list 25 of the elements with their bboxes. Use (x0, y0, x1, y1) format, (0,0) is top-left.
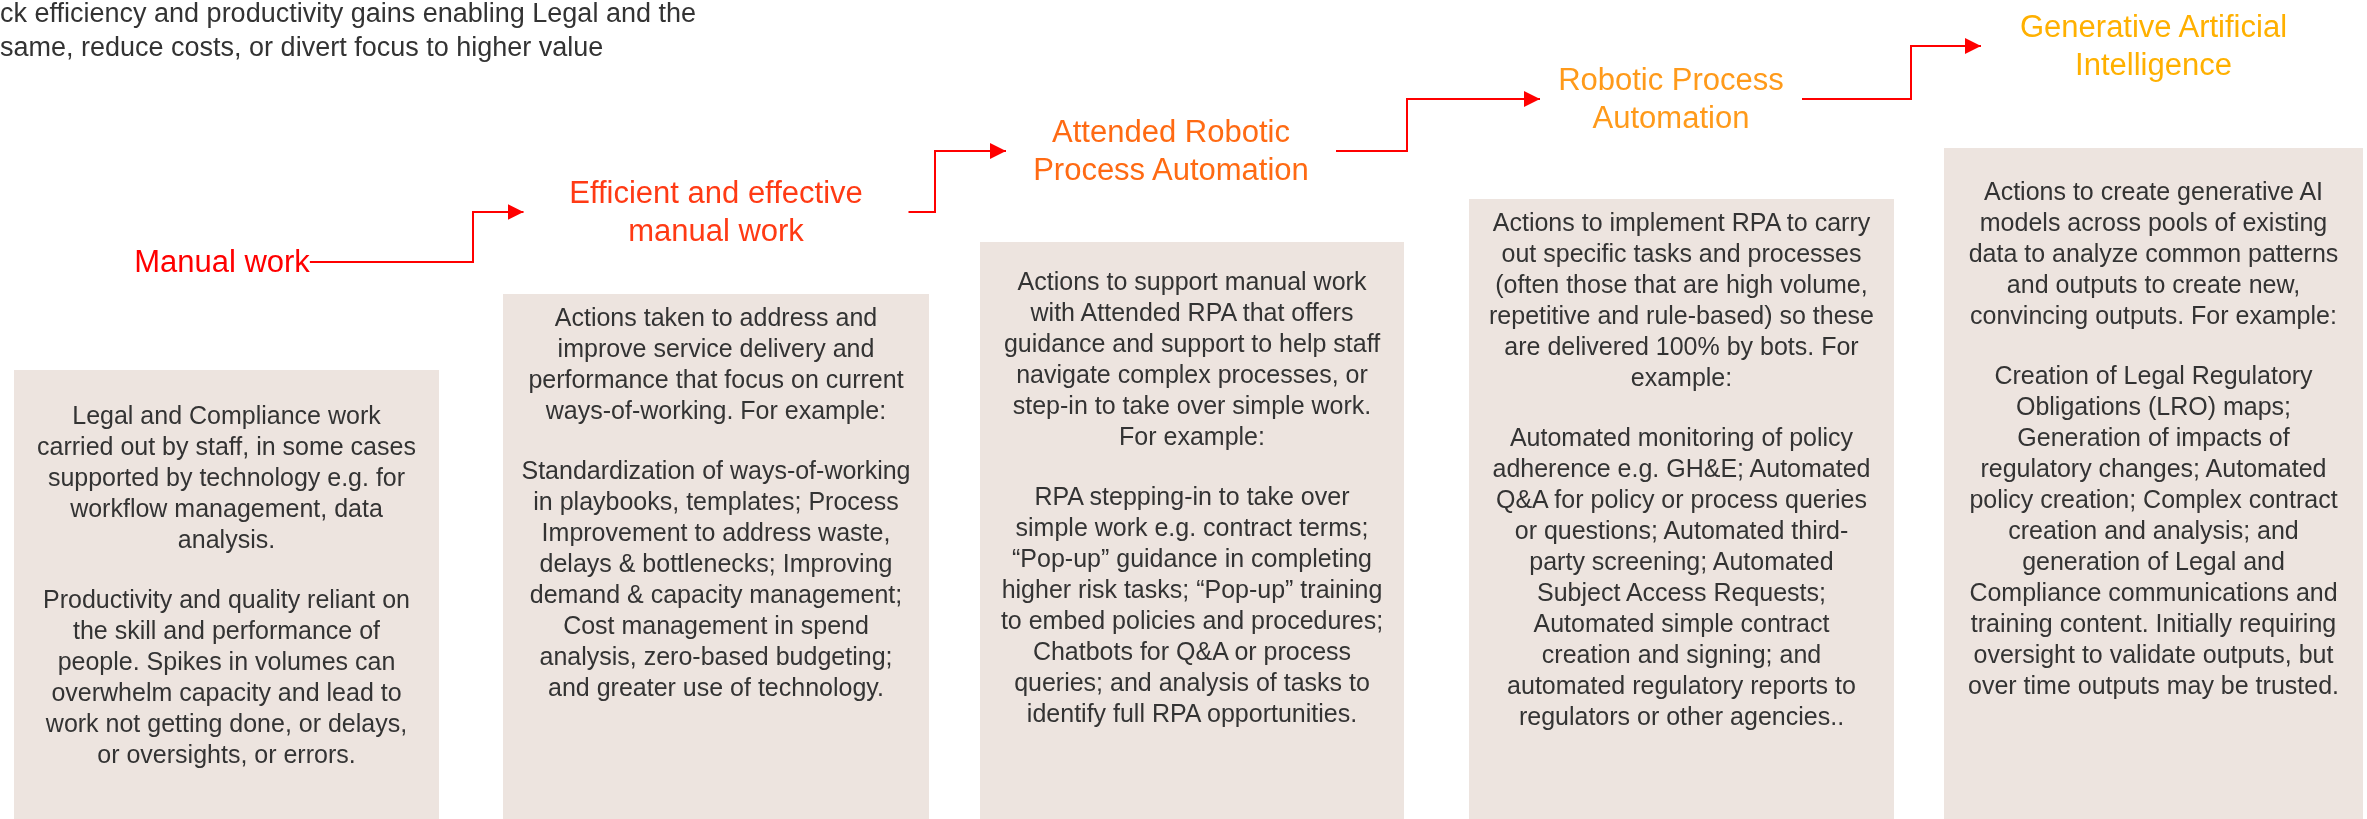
description-panel (14, 370, 439, 819)
intro-text: ck efficiency and productivity gains enabling Legal and the same, reduce costs, or divert focus to higher value (0, 0, 697, 64)
description-text: Legal and Compliance work carried out by staff, in some cases supported by technology e.g. for workflow management, data analysis. (36, 400, 417, 555)
description-text: Productivity and quality reliant on the skill and performance of people. Spikes in volumes can overwhelm capacity and lead to work not getting done, or delays, or oversights, or errors. (42, 584, 411, 770)
step-arrow (1335, 91, 1541, 152)
step-arrow (308, 204, 525, 263)
description-panel (503, 294, 929, 819)
description-text: Standardization of ways-of-working in playbooks, templates; Process Improvement to address waste, delays & bottlenecks; Improving demand & capacity management; Cost management in spend analysis, zero-based budgeting; and greater use of technology. (521, 455, 911, 703)
stage-heading: Manual work (134, 243, 310, 281)
stage-heading: Efficient and effective manual work (523, 174, 909, 250)
stage-heading: Generative Artificial Intelligence (1981, 8, 2326, 84)
description-text: Automated monitoring of policy adherence e.g. GH&E; Automated Q&A for policy or process queries or questions; Automated third-party screening; Automated Subject Access Requests; Automated simple contract creation and signing; and automated regulatory reports to regulators or other agencies.. (1491, 422, 1872, 732)
step-arrow (1801, 38, 1982, 100)
description-panel (1469, 199, 1894, 819)
description-panel (1944, 148, 2363, 819)
description-text: Actions to implement RPA to carry out specific tasks and processes (often those that are high volume, repetitive and rule-based) so these are delivered 100% by bots. For example: (1488, 207, 1875, 393)
description-text: Creation of Legal Regulatory Obligations (LRO) maps; Generation of impacts of regulatory changes; Automated policy creation; Complex contract creation and analysis; and generation of Legal and Compliance communications and training content. Initially requiring oversight to validate outputs, but over time outputs may be trusted. (1967, 360, 2340, 701)
description-text: RPA stepping-in to take over simple work e.g. contract terms; “Pop-up” guidance in completing higher risk tasks; “Pop-up” training to embed policies and procedures; Chatbots for Q&A or process queries; and analysis of tasks to identify full RPA opportunities. (999, 481, 1385, 729)
description-panel (980, 242, 1404, 819)
description-text: Actions to support manual work with Attended RPA that offers guidance and support to help staff navigate complex processes, or step-in to take over simple work. For example: (1002, 266, 1382, 452)
description-text: Actions taken to address and improve service delivery and performance that focus on current ways-of-working. For example: (527, 302, 905, 426)
step-arrow (907, 143, 1007, 213)
stage-heading: Robotic Process Automation (1540, 61, 1802, 137)
description-text: Actions to create generative AI models across pools of existing data to analyze common patterns and outputs to create new, convincing outputs. For example: (1967, 176, 2340, 331)
stage-heading: Attended Robotic Process Automation (1006, 113, 1336, 189)
